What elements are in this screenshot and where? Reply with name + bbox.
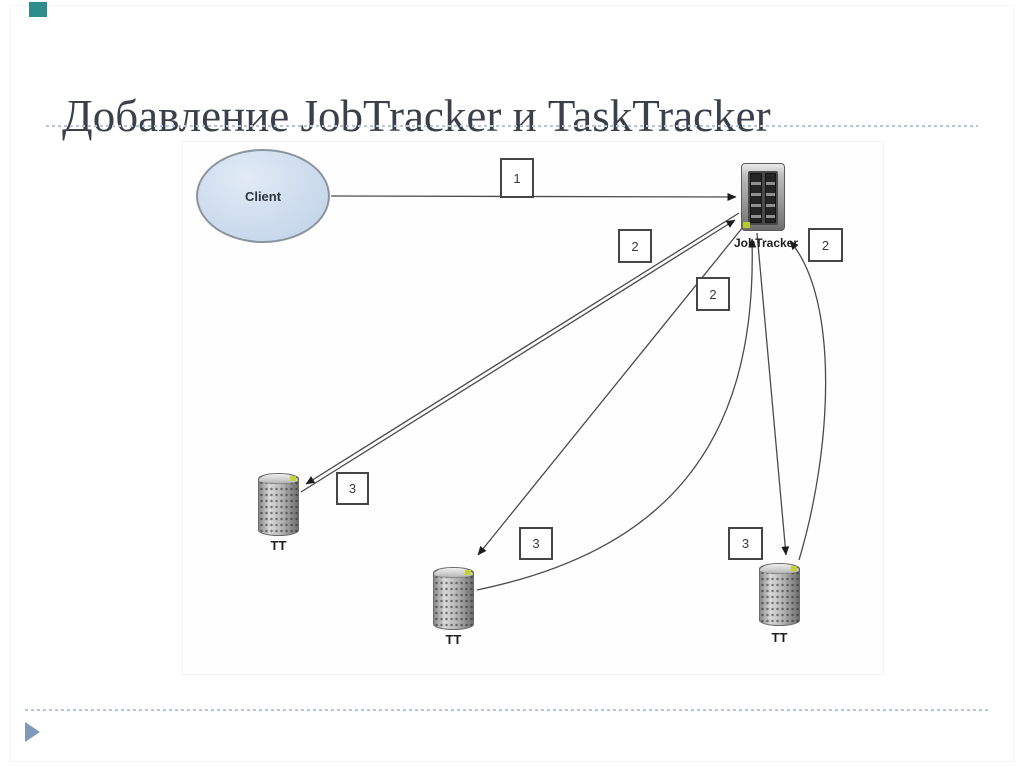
- server-led-icon: [743, 222, 750, 228]
- cylinder-led-icon: [791, 566, 797, 571]
- title-divider-dashed-line: [46, 125, 978, 127]
- jobtracker-node-label: JobTracker: [733, 236, 799, 250]
- footer-bullet-icon: [25, 722, 40, 742]
- step-label-3-tt3: 3: [728, 527, 763, 560]
- step-label-2-middle: 2: [696, 277, 730, 311]
- tasktracker1-cylinder-icon: [258, 473, 299, 536]
- client-node-label: Client: [244, 188, 282, 204]
- client-node: Client: [196, 149, 330, 243]
- theme-accent-square: [29, 2, 47, 17]
- cylinder-cap: [434, 568, 473, 578]
- cylinder-cap: [259, 474, 298, 484]
- tasktracker1-node-label: TT: [270, 538, 287, 553]
- footer-divider-dashed-line: [25, 709, 990, 711]
- server-drive-icon: [750, 173, 762, 223]
- cylinder-cap: [760, 564, 799, 574]
- server-bay: [748, 171, 778, 225]
- step-label-2-left: 2: [618, 229, 652, 263]
- tasktracker3-node-label: TT: [771, 630, 788, 645]
- cylinder-led-icon: [465, 570, 471, 575]
- step-label-1: 1: [500, 158, 534, 198]
- tasktracker2-cylinder-icon: [433, 567, 474, 630]
- step-label-3-tt2: 3: [519, 527, 553, 560]
- tasktracker3-cylinder-icon: [759, 563, 800, 626]
- step-label-3-tt1: 3: [336, 472, 369, 505]
- jobtracker-server-icon: [741, 163, 785, 231]
- server-drive-icon: [764, 173, 776, 223]
- cylinder-led-icon: [290, 476, 296, 481]
- slide-title: Добавление JobTracker и TaskTracker: [62, 91, 771, 142]
- tasktracker2-node-label: TT: [445, 632, 462, 647]
- step-label-2-right: 2: [808, 228, 843, 262]
